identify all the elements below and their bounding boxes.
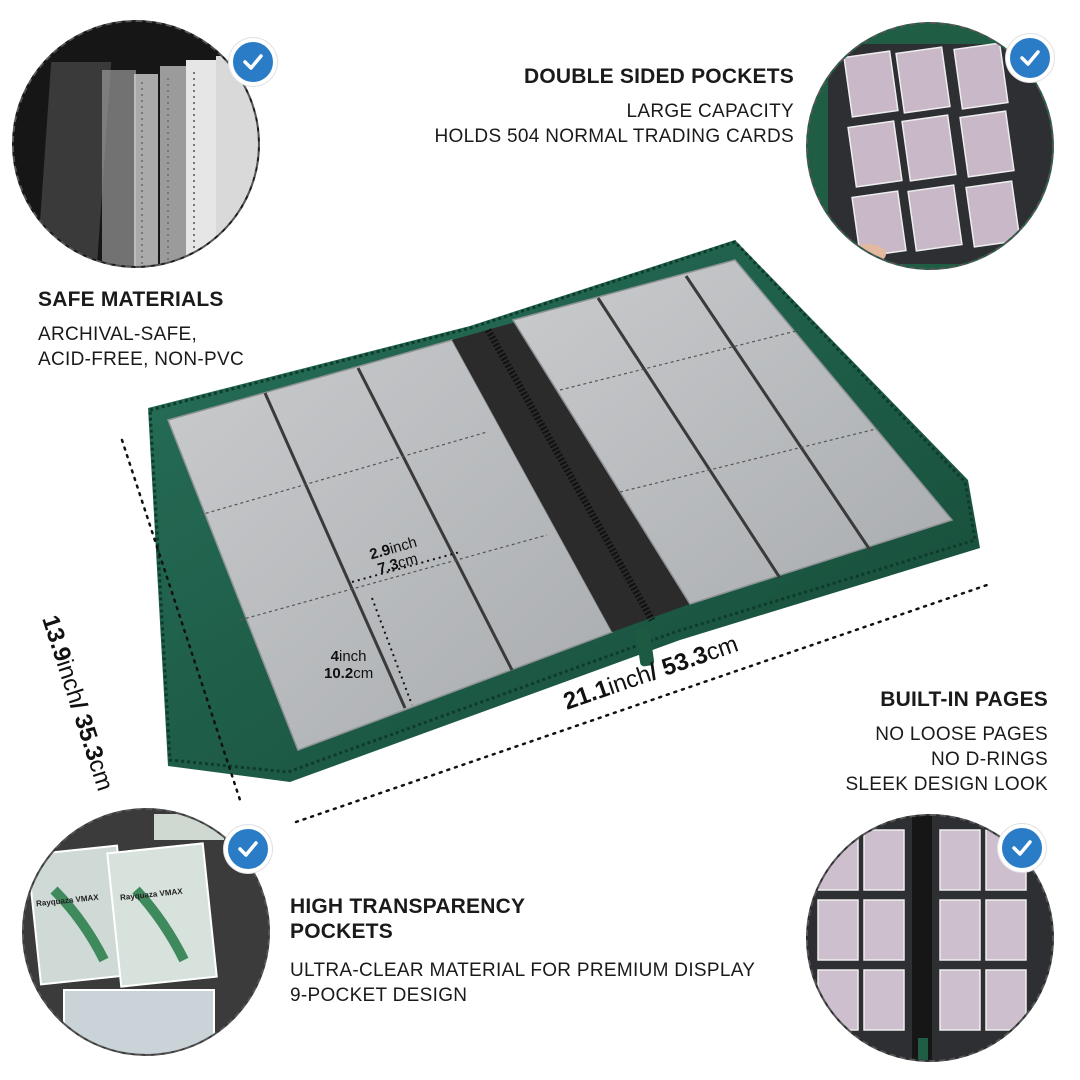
pocket-height-label: 4inch 10.2cm — [324, 648, 373, 682]
feature-safe-materials: SAFE MATERIALS ARCHIVAL-SAFE, ACID-FREE,… — [38, 287, 244, 372]
pocket-height-cm: 10.2 — [324, 665, 354, 682]
feature-built-in-line3: SLEEK DESIGN LOOK — [845, 774, 1048, 796]
feature-built-in-line2: NO D-RINGS — [931, 749, 1048, 771]
right-page — [511, 259, 954, 605]
check-icon — [1012, 840, 1032, 856]
check-badge-materials — [229, 38, 277, 86]
check-icon — [243, 54, 263, 70]
feature-safe-line1: ARCHIVAL-SAFE, — [38, 324, 198, 346]
feature-double-sided-line2: HOLDS 504 NORMAL TRADING CARDS — [434, 126, 794, 148]
photo-built-in — [806, 814, 1054, 1062]
check-badge-built-in — [998, 824, 1046, 872]
zipper — [484, 328, 656, 622]
check-icon — [238, 841, 258, 857]
feature-safe-title: SAFE MATERIALS — [38, 288, 224, 311]
feature-transparency-title-line2: POCKETS — [290, 920, 393, 944]
pocket-height-line — [371, 597, 413, 706]
feature-double-sided: DOUBLE SIDED POCKETS LARGE CAPACITY HOLD… — [434, 64, 794, 149]
feature-double-sided-line1: LARGE CAPACITY — [626, 101, 794, 123]
pocket-height-inch: 4 — [330, 648, 339, 665]
feature-transparency-line2: 9-POCKET DESIGN — [290, 985, 468, 1007]
photo-materials — [12, 20, 260, 268]
feature-transparency-line1: ULTRA-CLEAR MATERIAL FOR PREMIUM DISPLAY — [290, 960, 756, 982]
feature-transparency: HIGH TRANSPARENCY POCKETS ULTRA-CLEAR MA… — [290, 894, 755, 1008]
check-badge-double-sided — [1006, 34, 1054, 82]
binder-spine — [452, 318, 690, 632]
height-dimension-line — [120, 438, 242, 802]
feature-built-in-line1: NO LOOSE PAGES — [875, 724, 1048, 746]
built-in-pages-image — [808, 816, 1052, 1060]
width-dimension-line — [294, 582, 992, 824]
check-icon — [1020, 50, 1040, 66]
sheets-image — [14, 22, 258, 266]
pocket-height-inch-unit: inch — [339, 648, 367, 665]
feature-transparency-title: HIGH TRANSPARENCY POCKETS — [290, 894, 755, 944]
feature-built-in: BUILT-IN PAGES NO LOOSE PAGES NO D-RINGS… — [845, 687, 1048, 797]
pocket-height-cm-unit: cm — [353, 665, 374, 682]
check-badge-transparency — [224, 825, 272, 873]
zipper-pull — [635, 627, 655, 667]
pocket-width-line — [351, 551, 461, 583]
photo-transparency: Rayquaza VMAX Rayquaza VMAX — [22, 808, 270, 1056]
feature-transparency-title-line1: HIGH TRANSPARENCY — [290, 895, 526, 918]
feature-safe-line2: ACID-FREE, NON-PVC — [38, 349, 244, 371]
feature-double-sided-title: DOUBLE SIDED POCKETS — [523, 65, 794, 88]
feature-built-in-title: BUILT-IN PAGES — [880, 688, 1048, 711]
